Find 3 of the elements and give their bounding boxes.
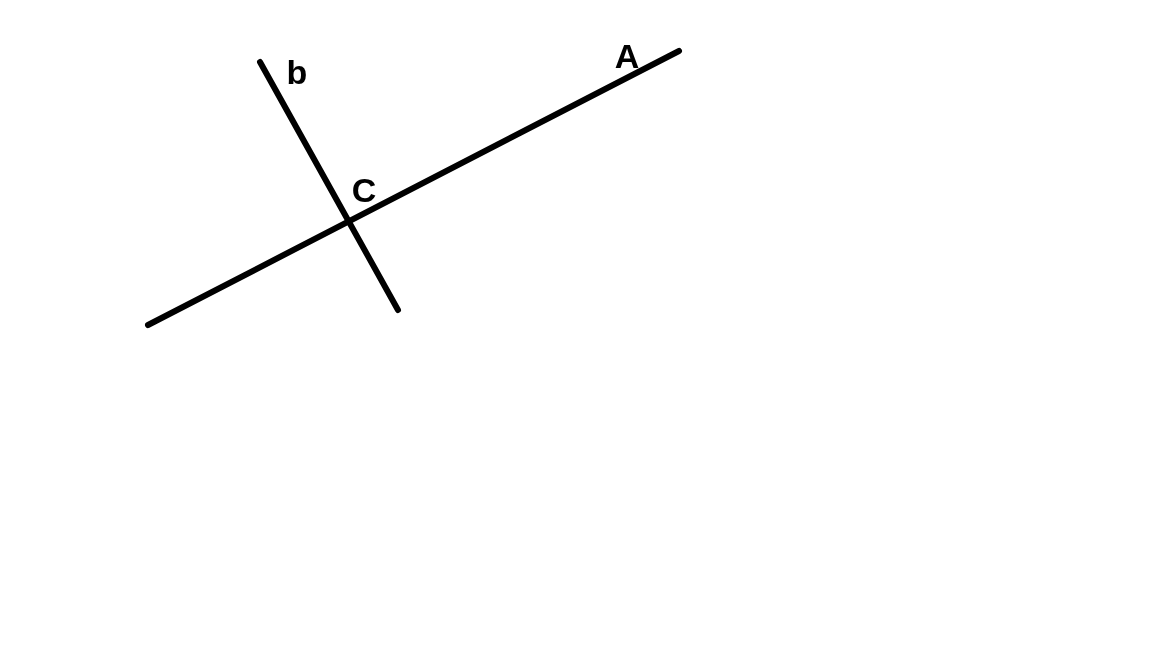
point-label: A [614,39,640,73]
line-label: b [286,55,308,89]
point-label: C [351,173,377,207]
